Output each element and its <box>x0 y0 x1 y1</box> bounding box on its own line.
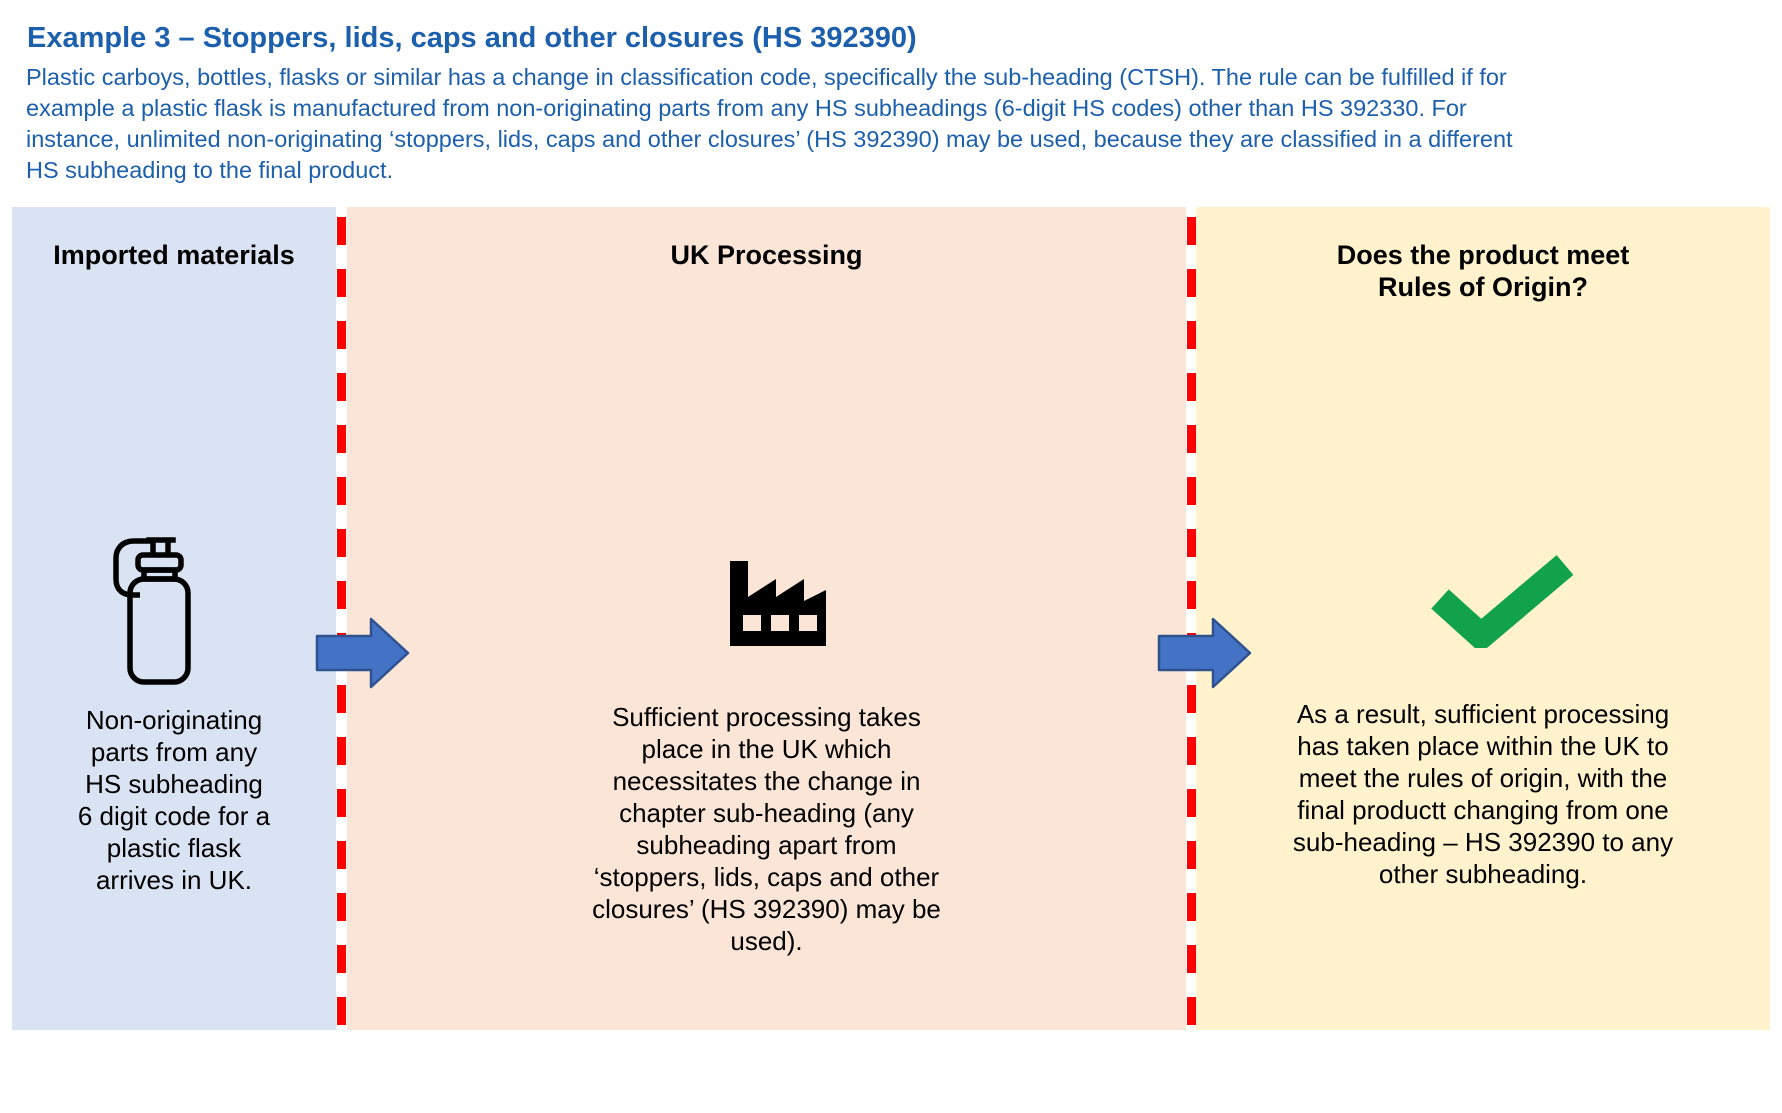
plastic-flask-bottle-icon <box>103 520 198 690</box>
panel-imported-materials: Imported materials Non-originating parts… <box>12 207 336 1030</box>
flow-right-arrow-icon-1 <box>315 616 411 690</box>
imported-materials-header: Imported materials <box>53 240 295 270</box>
red-dashed-divider-2 <box>1187 217 1196 1030</box>
red-dashed-divider-1 <box>337 217 346 1030</box>
flow-right-arrow-icon-2 <box>1157 616 1253 690</box>
factory-icon <box>722 553 834 649</box>
green-checkmark-icon <box>1426 553 1578 654</box>
example-title: Example 3 – Stoppers, lids, caps and oth… <box>27 22 917 54</box>
uk-processing-header: UK Processing <box>670 240 863 270</box>
rules-of-origin-header: Does the product meet Rules of Origin? <box>1336 240 1630 302</box>
intro-paragraph: Plastic carboys, bottles, flasks or simi… <box>26 64 1513 183</box>
imported-materials-text: Non-originating parts from any HS subhea… <box>77 705 271 895</box>
rules-of-origin-text: As a result, sufficient processing has t… <box>1292 699 1674 889</box>
uk-processing-text: Sufficient processing takes place in the… <box>592 702 941 956</box>
